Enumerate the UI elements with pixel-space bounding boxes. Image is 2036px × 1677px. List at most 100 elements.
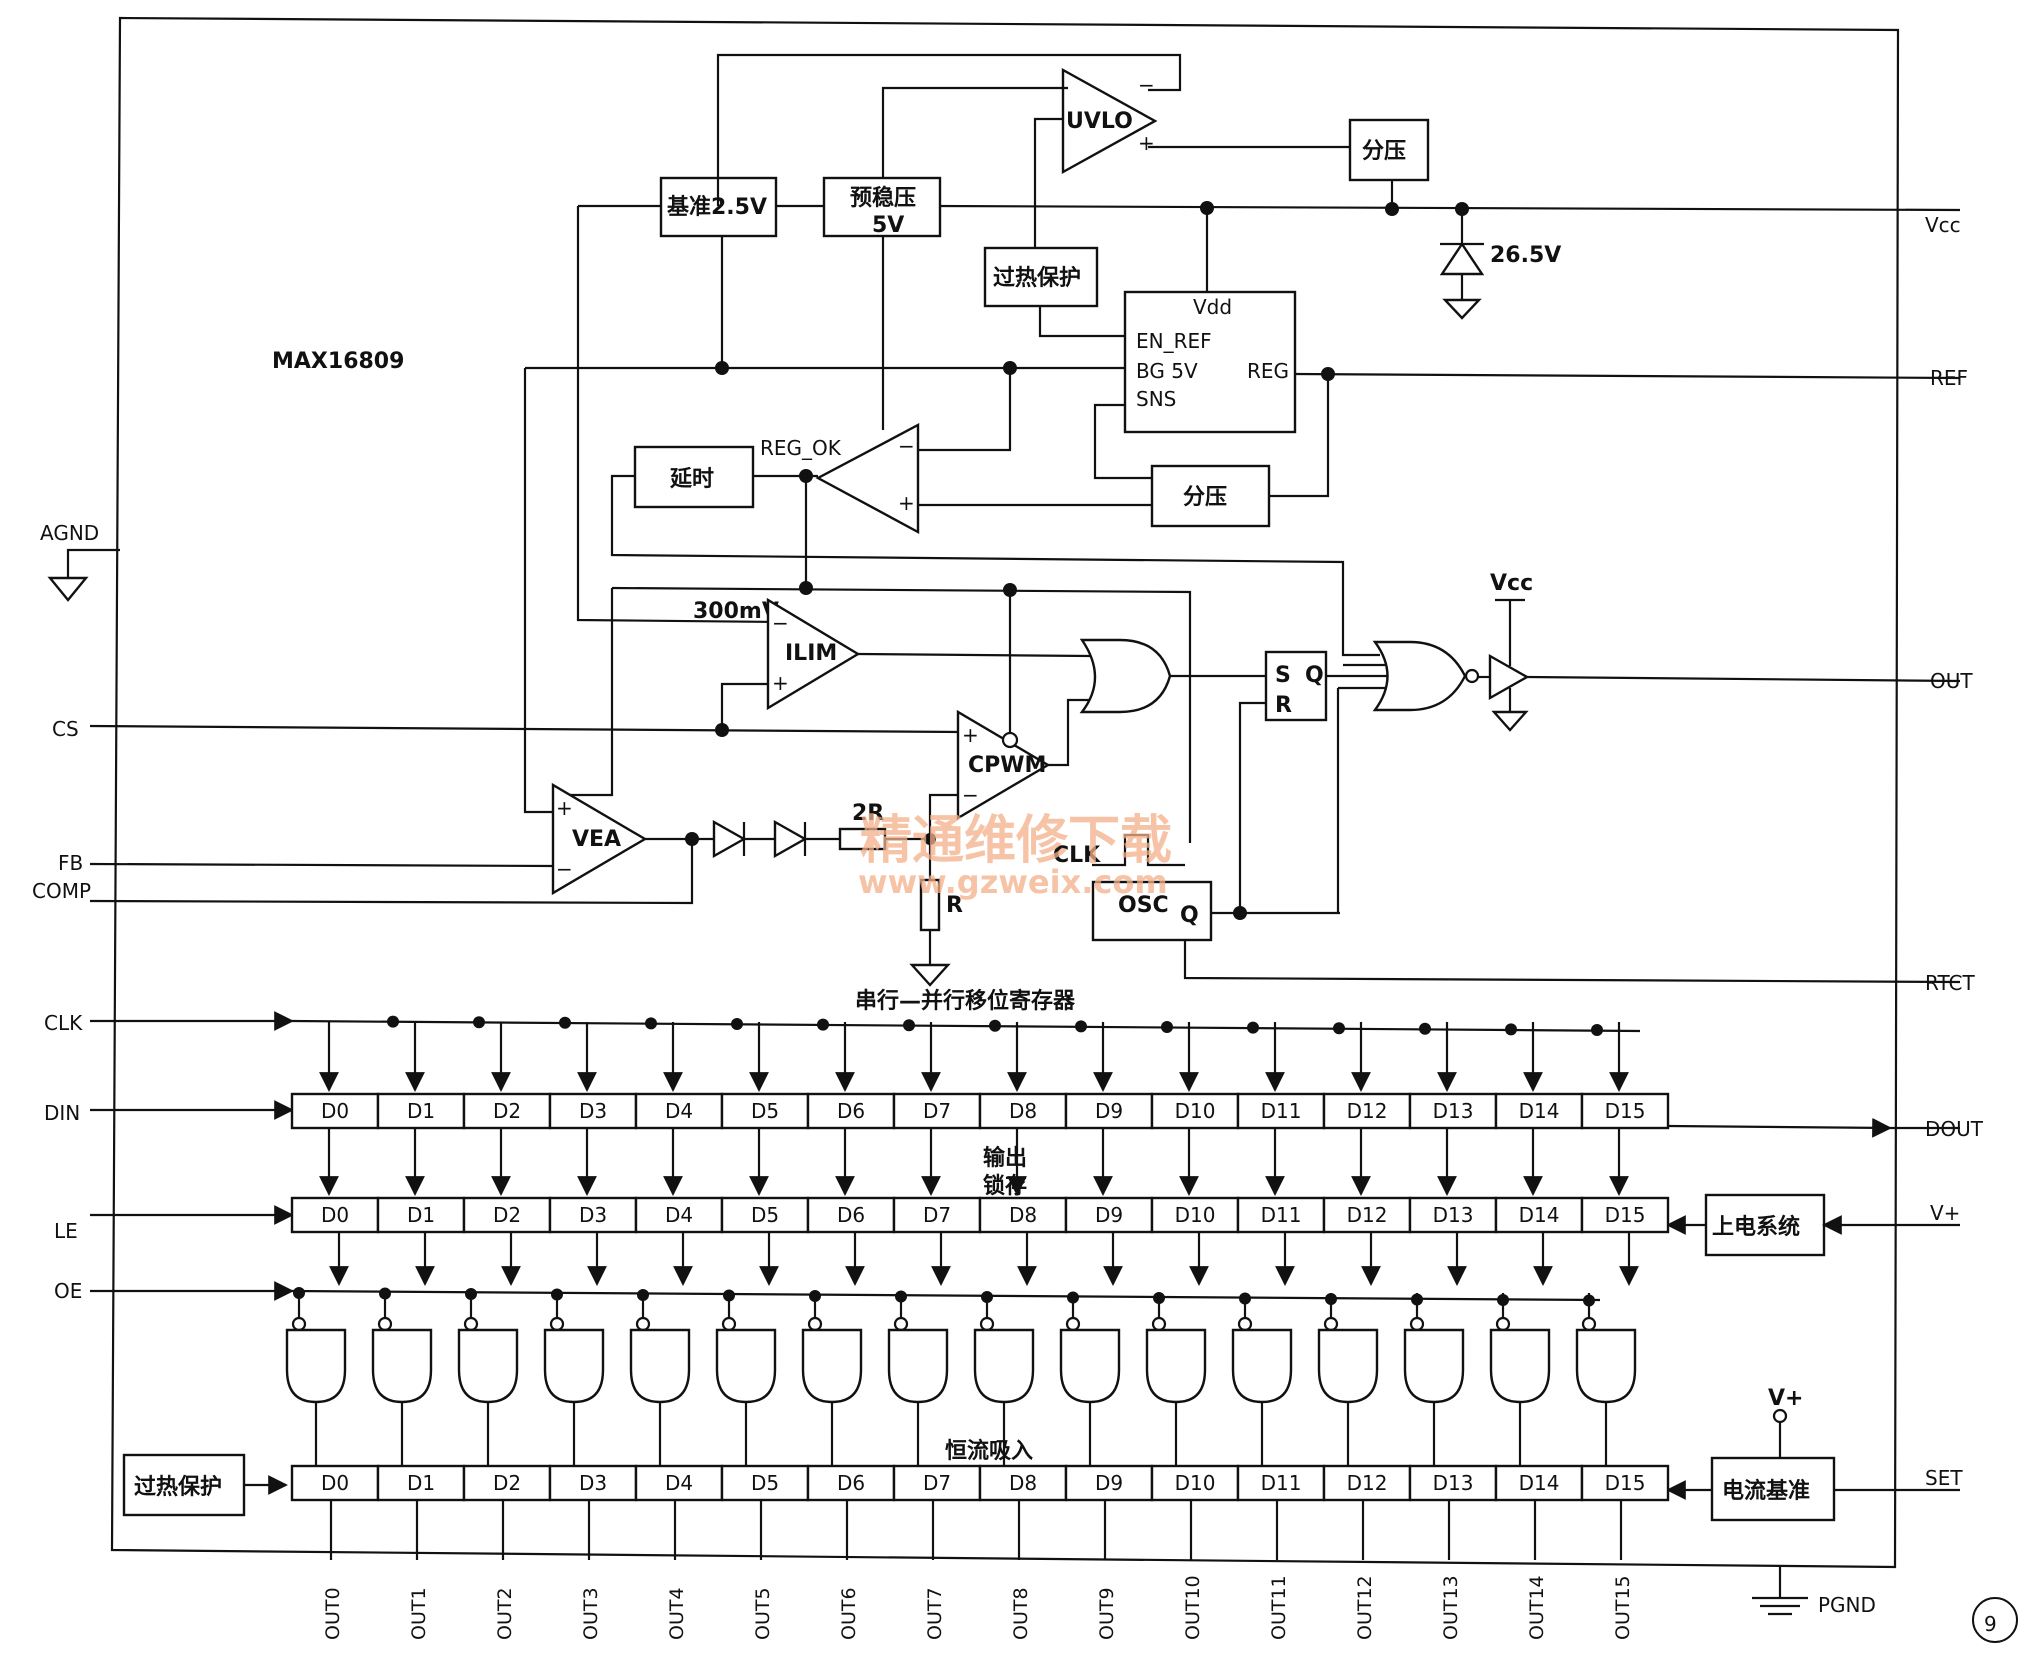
reg-sns: SNS [1136,387,1176,411]
shift-register-cell [1580,1092,1670,1130]
output-pin: OUT12 [1354,1575,1376,1640]
shift-register-cell-label: D9 [1095,1099,1123,1123]
shift-register-cell-label: D1 [407,1099,435,1123]
output-latch-cell-label: D7 [923,1203,951,1227]
output-pin: OUT14 [1526,1575,1548,1640]
shift-register-cell-label: D3 [579,1099,607,1123]
and-gate [543,1328,605,1404]
pin-fb: FB [58,851,83,875]
output-latch-cell-label: D0 [321,1203,349,1227]
pin-comp: COMP [32,879,91,903]
shift-register-cell-label: D0 [321,1099,349,1123]
current-sink-cell-label: D6 [837,1471,865,1495]
shift-register-cell-label: D4 [665,1099,693,1123]
output-latch-cell-label: D12 [1347,1203,1388,1227]
current-sink-cell-label: D11 [1261,1471,1302,1495]
constant-current-label: 恒流吸入 [945,1438,1033,1464]
output-latch-cell-label: D4 [665,1203,693,1227]
ilim-label: ILIM [785,641,837,666]
current-ref-block [1710,1456,1836,1522]
svg-text:−: − [772,611,789,635]
shift-register-cell [1494,1092,1584,1130]
shift-register-cell-label: D7 [923,1099,951,1123]
output-latch-cell [806,1196,896,1234]
and-gate [1403,1328,1465,1404]
current-sink-cell-label: D1 [407,1471,435,1495]
output-latch-cell-label: D13 [1433,1203,1474,1227]
current-sink-cell [978,1464,1068,1502]
otp-top-block [983,246,1099,308]
output-latch-cell [1408,1196,1498,1234]
and-gate [371,1328,433,1404]
shift-register-cell [720,1092,810,1130]
shift-register-cell [548,1092,638,1130]
chip-name: MAX16809 [272,349,404,374]
current-sink-cell-label: D14 [1519,1471,1560,1495]
output-pin: OUT10 [1182,1575,1204,1640]
and-gate [1059,1328,1121,1404]
current-sink-cell-label: D7 [923,1471,951,1495]
current-sink-cell-label: D2 [493,1471,521,1495]
pin-oe: OE [54,1279,82,1303]
sr-q: Q [1305,663,1324,688]
ilim-comparator [766,597,861,711]
output-latch-cell-label: D10 [1175,1203,1216,1227]
latch-label-1: 输出 [983,1145,1027,1171]
otp-top-label: 过热保护 [993,265,1081,291]
watermark-url: www.gzweix.com [858,863,1168,901]
shift-register-cell [892,1092,982,1130]
output-pin: OUT3 [580,1587,602,1640]
output-latch-cell-label: D5 [751,1203,779,1227]
current-sink-cell [1322,1464,1412,1502]
current-sink-cell [1236,1464,1326,1502]
output-latch-cell [1236,1196,1326,1234]
current-sink-cell-label: D3 [579,1471,607,1495]
clk-wave-label: CLK [1053,843,1101,868]
current-sink-cell [548,1464,638,1502]
divider-mid [1150,464,1271,528]
current-sink-cell-label: D5 [751,1471,779,1495]
output-latch-cell [1580,1196,1670,1234]
output-pin: OUT15 [1612,1575,1634,1640]
shift-register-cell [290,1092,380,1130]
svg-text:−: − [962,783,979,807]
shift-register-cell-label: D8 [1009,1099,1037,1123]
current-sink-cell-label: D15 [1605,1471,1646,1495]
shift-register-cell-label: D14 [1519,1099,1560,1123]
shift-register-cell-label: D15 [1605,1099,1646,1123]
output-pin: OUT6 [838,1587,860,1640]
current-sink-cell [806,1464,896,1502]
current-sink-cell [1494,1464,1584,1502]
figure-number: 9 [1984,1612,1997,1636]
current-sink-cell-label: D4 [665,1471,693,1495]
vea-label: VEA [572,827,621,852]
pin-cs: CS [52,717,79,741]
output-latch-cell-label: D2 [493,1203,521,1227]
pin-din: DIN [44,1101,80,1125]
svg-text:+: + [898,491,915,515]
ilim-ref-label: 300mV [693,599,779,624]
shift-register-cell-label: D2 [493,1099,521,1123]
and-gate [801,1328,863,1404]
and-gate [973,1328,1035,1404]
shift-register-cell [1064,1092,1154,1130]
zener-diode [1439,241,1485,276]
reg-bg: BG 5V [1136,359,1198,383]
output-pin: OUT11 [1268,1575,1290,1640]
pin-vcc: Vcc [1925,213,1961,237]
current-ref-label: 电流基准 [1722,1478,1810,1504]
output-latch-cell [548,1196,638,1234]
current-sink-cell-label: D13 [1433,1471,1474,1495]
output-latch-cell-label: D14 [1519,1203,1560,1227]
current-sink-cell [720,1464,810,1502]
and-gate [1575,1328,1637,1404]
current-sink-cell [892,1464,982,1502]
output-pin: OUT8 [1010,1587,1032,1640]
divider-top-label: 分压 [1362,139,1406,164]
sr-s: S [1275,663,1291,688]
svg-text:−: − [556,857,573,881]
res-r-label: R [946,893,963,918]
output-pin: OUT13 [1440,1575,1462,1640]
